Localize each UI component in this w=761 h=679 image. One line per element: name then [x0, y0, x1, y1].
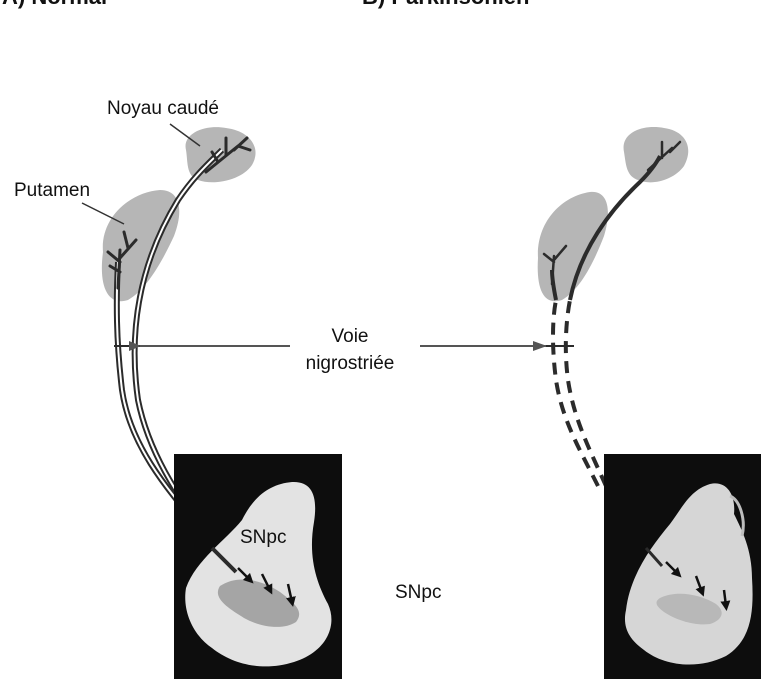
parkinsonian-panel — [538, 127, 761, 679]
caudate-label: Noyau caudé — [107, 98, 219, 119]
panel-b-header: B) Parkinsonien — [362, 0, 529, 9]
pathway-label-line2: nigrostriée — [306, 353, 395, 374]
panel-a-header: A) Normal — [2, 0, 107, 9]
snpc-middle-label: SNpc — [395, 582, 441, 603]
pathway-label-line1: Voie — [332, 326, 369, 347]
putamen-label: Putamen — [14, 180, 90, 201]
caudate-nucleus-shape-pd — [624, 127, 689, 182]
snpc-inset-label: SNpc — [240, 527, 286, 548]
normal-panel: SNpc — [102, 127, 342, 679]
